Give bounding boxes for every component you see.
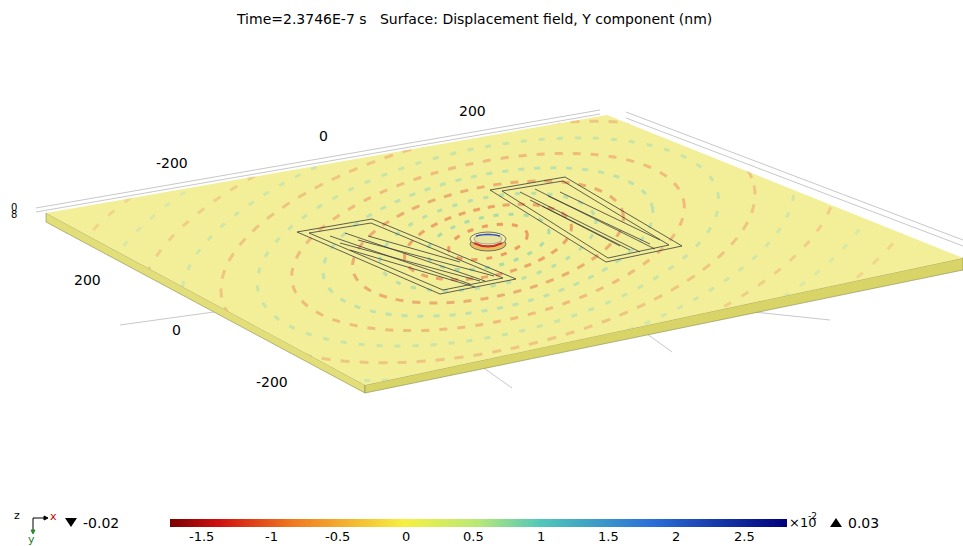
- interdigital-transducer: [490, 177, 682, 262]
- interdigital-transducer: [297, 219, 516, 294]
- axis-letter: z: [14, 510, 20, 521]
- bounding-box: [36, 110, 963, 388]
- colorbar-tick: 0: [402, 530, 410, 543]
- axis-letter: y: [28, 534, 35, 545]
- ring-resonator: [470, 232, 506, 251]
- axis-tick: 200: [74, 273, 101, 287]
- colorbar-tick: 0.5: [463, 530, 484, 543]
- colorbar-exponent: -2: [808, 512, 817, 521]
- colorbar-tick: 2.5: [734, 530, 755, 543]
- colorbar-tick: 1.5: [598, 530, 619, 543]
- colorbar-tick: -1: [265, 530, 278, 543]
- axis-tick: 0: [319, 129, 328, 143]
- axis-triad: [31, 516, 48, 534]
- range-min: -0.02: [83, 516, 119, 530]
- axis-tick: -200: [156, 156, 188, 170]
- colorbar-tick: -1.5: [189, 530, 214, 543]
- range-max: 0.03: [848, 516, 879, 530]
- plot-title: Time=2.3746E-7 s Surface: Displacement f…: [237, 12, 712, 26]
- colorbar-tick: 1: [537, 530, 545, 543]
- colorbar-tick: -0.5: [325, 530, 350, 543]
- colorbar-tick: 2: [672, 530, 680, 543]
- min-marker: [65, 518, 77, 527]
- max-marker: [830, 518, 842, 527]
- axis-letter: x: [50, 511, 57, 522]
- axis-tick: 8: [11, 210, 17, 220]
- wave-ripples: [10, 0, 963, 512]
- axis-tick: 200: [459, 104, 486, 118]
- plate-surface: [46, 115, 963, 385]
- axis-tick: -200: [256, 375, 288, 389]
- color-bar: [170, 519, 787, 527]
- axis-tick: 0: [172, 323, 181, 337]
